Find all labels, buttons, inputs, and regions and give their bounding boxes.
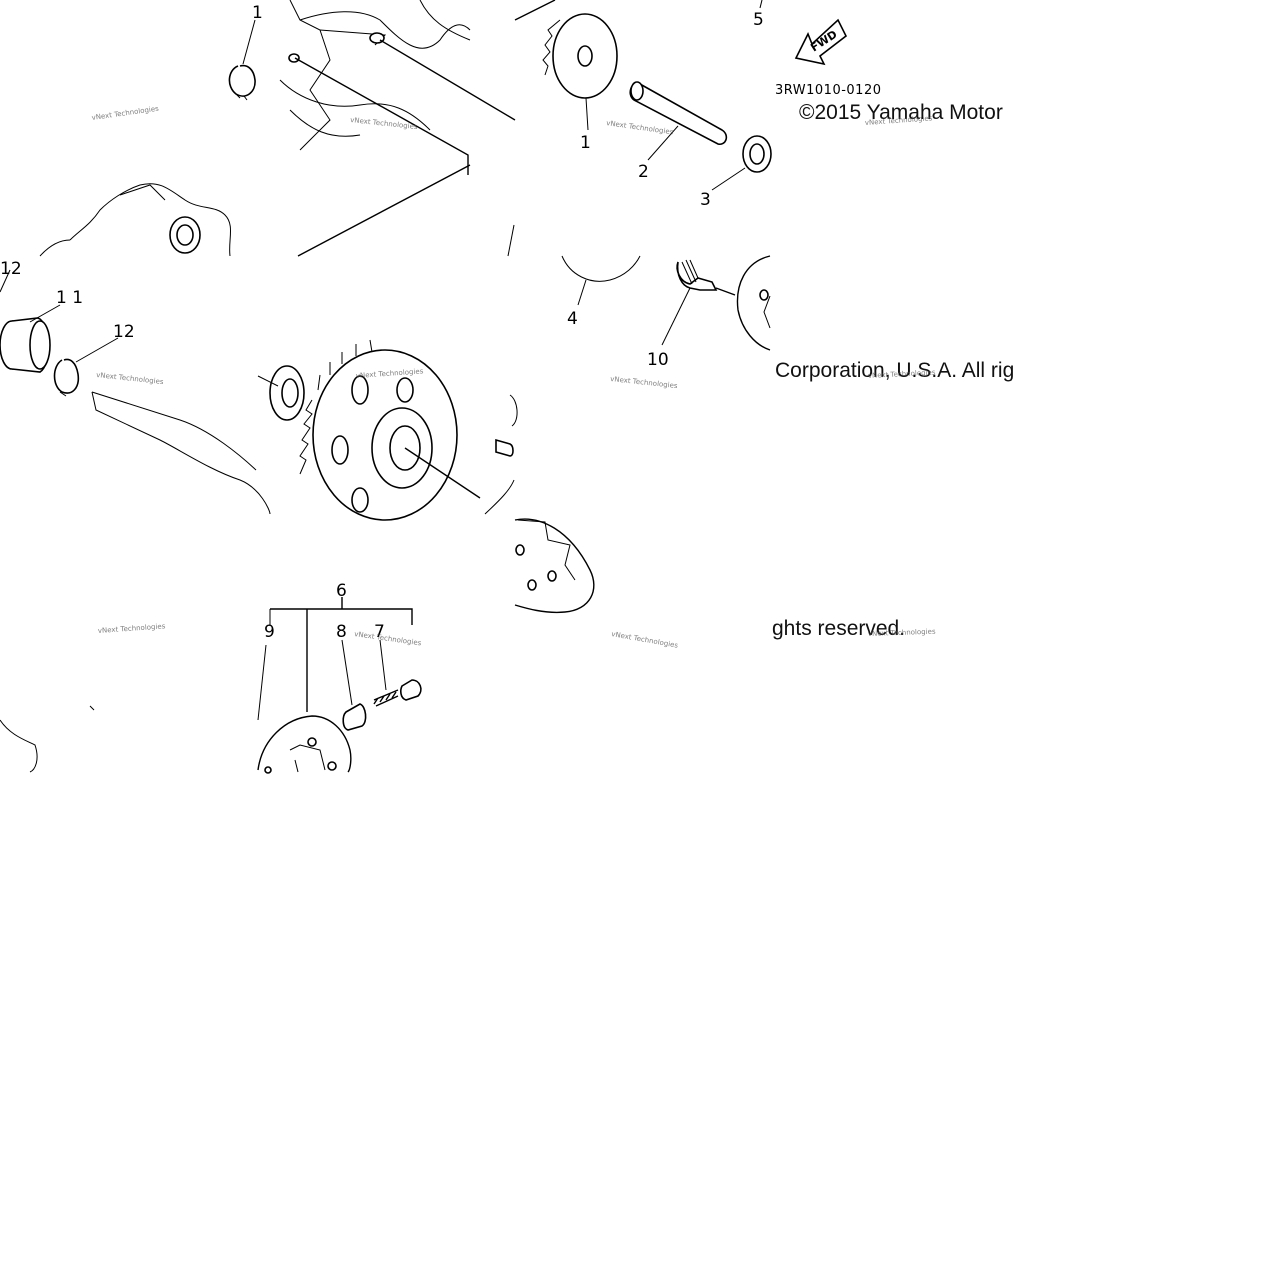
svg-text:vNext Technologies: vNext Technologies bbox=[96, 371, 164, 386]
tile-pin-clutch bbox=[561, 255, 771, 351]
callout-12-left: 12 bbox=[0, 259, 22, 279]
svg-text:vNext Technologies: vNext Technologies bbox=[611, 630, 679, 650]
svg-text:vNext Technologies: vNext Technologies bbox=[98, 622, 166, 635]
svg-text:vNext Technologies: vNext Technologies bbox=[91, 105, 159, 122]
callout-10: 10 bbox=[647, 350, 669, 370]
callout-12: 12 bbox=[113, 322, 135, 342]
svg-text:vNext Technologies: vNext Technologies bbox=[606, 119, 674, 136]
callout-8: 8 bbox=[336, 622, 347, 642]
copyright-line-3: ghts reserved. bbox=[772, 617, 905, 640]
callout-3: 3 bbox=[700, 190, 711, 210]
tile-direction-code: FWD 3RW1010-0120 ©2015 Yamaha Motor bbox=[759, 0, 1003, 124]
copyright-line-2: Corporation, U.S.A. All rig bbox=[775, 359, 1014, 382]
tile-shaft-left bbox=[0, 269, 518, 521]
fwd-arrow-icon: FWD bbox=[794, 18, 848, 66]
tile-clutch-hub bbox=[514, 518, 595, 614]
tile-copyright-2: Corporation, U.S.A. All rig bbox=[775, 359, 1014, 382]
copyright-line-1: ©2015 Yamaha Motor bbox=[799, 101, 1003, 124]
callout-1-gear: 1 bbox=[580, 133, 591, 153]
callout-6: 6 bbox=[336, 581, 347, 601]
tile-clutch-assembly bbox=[257, 597, 422, 774]
callout-4: 4 bbox=[567, 309, 578, 329]
drawing-code: 3RW1010-0120 bbox=[775, 83, 882, 98]
svg-text:vNext Technologies: vNext Technologies bbox=[350, 116, 418, 131]
tile-gear-shaft bbox=[514, 0, 772, 191]
svg-text:vNext Technologies: vNext Technologies bbox=[354, 630, 422, 647]
callout-1-top: 1 bbox=[252, 3, 263, 23]
tile-copyright-3: ghts reserved. bbox=[772, 617, 905, 640]
callout-5: 5 bbox=[753, 10, 764, 30]
callout-2: 2 bbox=[638, 162, 649, 182]
svg-text:vNext Technologies: vNext Technologies bbox=[610, 375, 678, 390]
tile-engine-case bbox=[39, 0, 516, 257]
tile-shaft-end bbox=[0, 705, 95, 773]
callout-11: 1 1 bbox=[56, 288, 83, 308]
callout-labels: 1 1 2 3 4 5 6 7 8 9 10 1 1 12 12 bbox=[0, 3, 764, 642]
svg-text:vNext Technologies: vNext Technologies bbox=[868, 368, 936, 380]
callout-7: 7 bbox=[374, 622, 385, 642]
svg-text:vNext Technologies: vNext Technologies bbox=[868, 628, 936, 638]
callout-9: 9 bbox=[264, 622, 275, 642]
